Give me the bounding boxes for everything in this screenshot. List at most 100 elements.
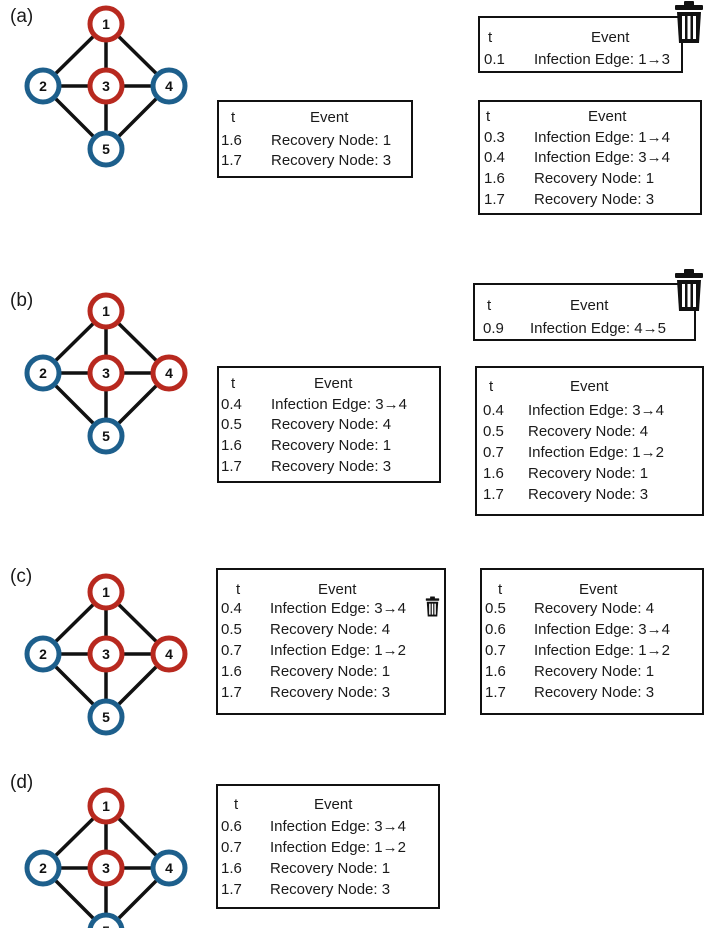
row-t: 1.6 — [484, 170, 505, 187]
header-event: Event — [570, 378, 609, 395]
row-t: 0.5 — [221, 416, 242, 433]
node-5 — [87, 130, 125, 168]
panel-b-label: (b) — [10, 290, 34, 311]
node-label-5: 5 — [102, 923, 110, 928]
node-5 — [87, 698, 125, 736]
row-event: Recovery Node: 4 — [271, 416, 392, 433]
row-t: 0.1 — [484, 51, 505, 68]
header-t: t — [231, 109, 236, 126]
node-label-1: 1 — [102, 584, 110, 600]
trash-icon — [675, 269, 703, 311]
row-t: 0.9 — [483, 320, 504, 337]
row-t: 1.6 — [221, 663, 242, 680]
node-label-2: 2 — [39, 78, 47, 94]
node-label-3: 3 — [102, 365, 110, 381]
row-event: Recovery Node: 3 — [271, 458, 392, 475]
header-event: Event — [579, 581, 618, 598]
header-t: t — [231, 375, 236, 392]
row-t: 0.3 — [484, 129, 505, 146]
row-t: 0.5 — [221, 621, 242, 638]
row-t: 1.7 — [485, 684, 506, 701]
row-event: Recovery Node: 4 — [528, 423, 649, 440]
row-t: 1.7 — [221, 458, 242, 475]
row-t: 0.5 — [483, 423, 504, 440]
row-t: 0.7 — [483, 444, 504, 461]
node-label-3: 3 — [102, 78, 110, 94]
row-t: 1.7 — [221, 684, 242, 701]
header-event: Event — [570, 297, 609, 314]
node-label-2: 2 — [39, 365, 47, 381]
row-event: Infection Edge: 1→2 — [528, 444, 664, 461]
row-event: Infection Edge: 3→4 — [534, 149, 670, 166]
row-event: Recovery Node: 4 — [534, 600, 655, 617]
row-t: 0.4 — [484, 149, 505, 166]
row-event: Infection Edge: 1→2 — [270, 642, 406, 659]
header-t: t — [487, 297, 492, 314]
row-t: 0.4 — [221, 600, 242, 617]
node-1 — [87, 787, 125, 825]
node-label-1: 1 — [102, 303, 110, 319]
row-t: 1.6 — [485, 663, 506, 680]
node-label-1: 1 — [102, 16, 110, 32]
header-event: Event — [588, 108, 627, 125]
node-2 — [24, 849, 62, 887]
row-t: 1.7 — [483, 486, 504, 503]
row-t: 1.6 — [221, 132, 242, 149]
row-event: Recovery Node: 1 — [270, 663, 391, 680]
row-event: Recovery Node: 3 — [270, 881, 391, 898]
header-t: t — [488, 29, 493, 46]
row-event: Infection Edge: 4→5 — [530, 320, 666, 337]
row-t: 0.4 — [221, 396, 242, 413]
row-event: Infection Edge: 1→2 — [534, 642, 670, 659]
discarded-event-table-b: t Event 0.9 Infection Edge: 4→5 — [473, 283, 696, 341]
row-event: Infection Edge: 3→4 — [270, 600, 406, 617]
node-label-4: 4 — [165, 365, 173, 381]
node-label-3: 3 — [102, 646, 110, 662]
row-event: Infection Edge: 3→4 — [271, 396, 407, 413]
node-1 — [87, 292, 125, 330]
header-event: Event — [314, 796, 353, 813]
row-event: Recovery Node: 3 — [534, 191, 655, 208]
node-1 — [87, 5, 125, 43]
node-3 — [87, 849, 125, 887]
node-label-4: 4 — [165, 646, 173, 662]
row-event: Recovery Node: 3 — [271, 152, 392, 169]
node-2 — [24, 354, 62, 392]
header-event: Event — [310, 109, 349, 126]
row-event: Recovery Node: 4 — [270, 621, 391, 638]
node-4 — [150, 849, 188, 887]
trash-icon — [425, 596, 440, 617]
row-event: Recovery Node: 1 — [534, 170, 655, 187]
node-2 — [24, 67, 62, 105]
node-3 — [87, 354, 125, 392]
row-t: 0.5 — [485, 600, 506, 617]
node-5 — [87, 912, 125, 928]
node-4 — [150, 354, 188, 392]
header-t: t — [234, 796, 239, 813]
row-event: Recovery Node: 1 — [528, 465, 649, 482]
row-t: 0.6 — [221, 818, 242, 835]
row-event: Recovery Node: 3 — [534, 684, 655, 701]
node-3 — [87, 635, 125, 673]
node-2 — [24, 635, 62, 673]
panel-a-label: (a) — [10, 6, 34, 27]
row-t: 1.7 — [221, 152, 242, 169]
node-4 — [150, 635, 188, 673]
row-event: Recovery Node: 3 — [270, 684, 391, 701]
row-event: Recovery Node: 1 — [271, 437, 392, 454]
node-1 — [87, 573, 125, 611]
row-t: 0.7 — [485, 642, 506, 659]
row-event: Recovery Node: 1 — [270, 860, 391, 877]
row-t: 1.7 — [484, 191, 505, 208]
header-event: Event — [591, 29, 630, 46]
